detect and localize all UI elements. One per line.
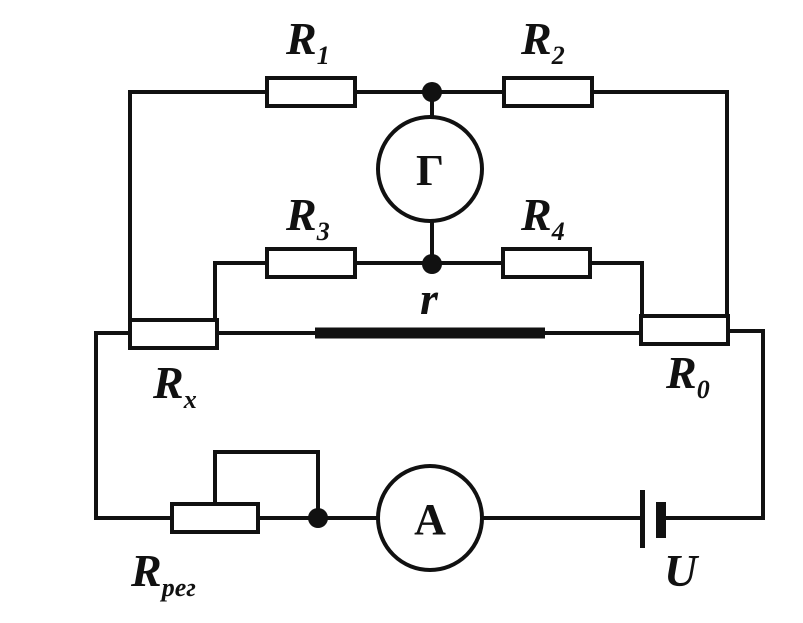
middle-line [94, 327, 765, 339]
junction-dot-middle [422, 254, 442, 274]
label-rx: Rx [152, 357, 197, 414]
outer-circuit-wires [94, 329, 765, 520]
galvanometer-symbol: Г [416, 146, 444, 195]
label-r2: R2 [520, 13, 565, 70]
galvanometer [376, 115, 484, 223]
junction-dot-top [422, 82, 442, 102]
label-r4: R4 [520, 189, 565, 246]
resistor-r1 [265, 76, 357, 108]
label-r0: R0 [665, 347, 710, 404]
label-r3: R3 [285, 189, 330, 246]
top-bridge-wires [128, 90, 729, 322]
resistor-r4 [501, 247, 592, 279]
label-u: U [664, 545, 700, 596]
ammeter [376, 464, 484, 572]
battery-icon [640, 490, 666, 548]
ammeter-symbol: A [414, 495, 446, 544]
label-r: r [420, 273, 439, 324]
resistor-r3 [265, 247, 357, 279]
junction-dot-rheostat [308, 508, 328, 528]
resistor-rreg [170, 502, 260, 534]
label-r1: R1 [285, 13, 330, 70]
resistor-rx [128, 318, 219, 350]
resistor-r0 [639, 314, 730, 346]
label-rreg: Rрег [130, 545, 196, 602]
resistor-r2 [502, 76, 594, 108]
